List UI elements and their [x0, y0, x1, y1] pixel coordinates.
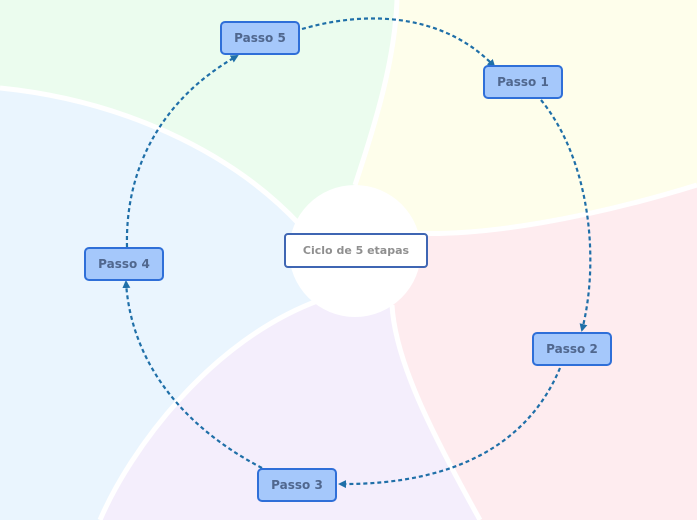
step-node-4[interactable]: Passo 4: [84, 247, 164, 281]
step-label-5: Passo 5: [234, 31, 286, 45]
arrow-2-to-3: [338, 367, 562, 489]
step-label-2: Passo 2: [546, 342, 598, 356]
step-node-3[interactable]: Passo 3: [257, 468, 337, 502]
arrow-4-to-5: [125, 55, 239, 248]
cycle-arrows: [122, 17, 592, 489]
step-label-3: Passo 3: [271, 478, 323, 492]
sector-3: [100, 242, 480, 520]
arrow-3-to-4: [122, 280, 263, 469]
step-node-1[interactable]: Passo 1: [483, 65, 563, 99]
sector-5: [0, 0, 397, 242]
sector-2: [355, 185, 697, 520]
step-label-1: Passo 1: [497, 75, 549, 89]
arrow-1-to-2: [540, 99, 592, 332]
sector-1: [355, 0, 697, 242]
step-node-5[interactable]: Passo 5: [220, 21, 300, 55]
step-node-2[interactable]: Passo 2: [532, 332, 612, 366]
step-label-4: Passo 4: [98, 257, 150, 271]
arrow-5-to-1: [301, 17, 496, 68]
center-label[interactable]: Ciclo de 5 etapas: [284, 233, 428, 268]
center-label-text: Ciclo de 5 etapas: [302, 244, 410, 257]
